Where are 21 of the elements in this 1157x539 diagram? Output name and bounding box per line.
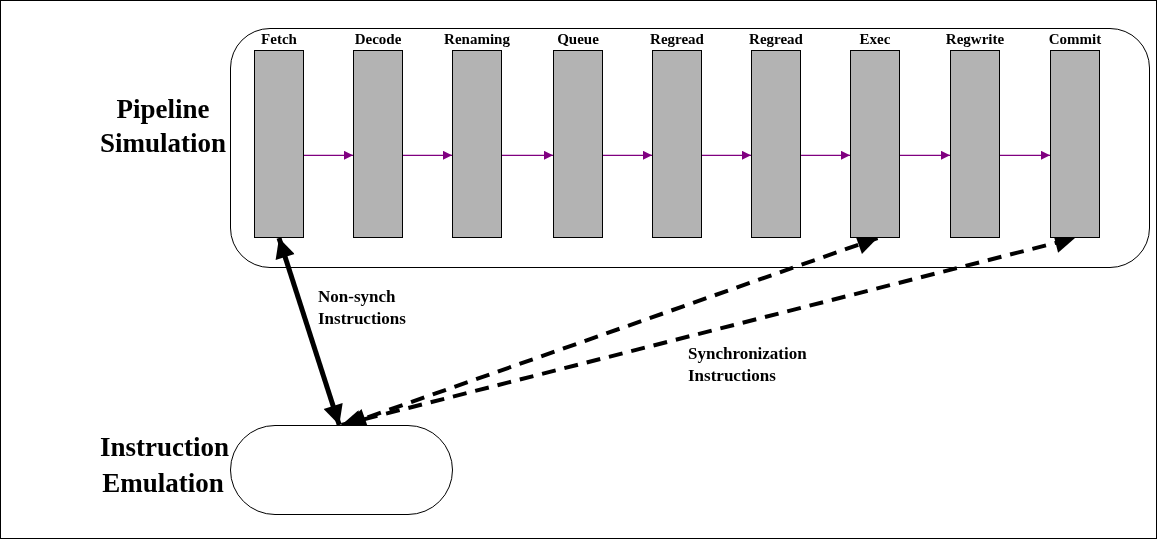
arrow [602,150,653,160]
stage-label: Decode [354,32,402,47]
stage-label: Fetch [261,32,297,47]
arrow [899,150,951,160]
stage-label: Exec [859,32,891,47]
arrow [800,150,851,160]
stage-label: Commit [1048,32,1102,47]
arrow [275,237,343,426]
edge-label: Non-synch Instructions [318,286,407,330]
stage-label: Queue [557,32,599,47]
arrow [501,150,554,160]
stage-label: Renaming [444,32,510,47]
section-heading: Pipeline Simulation [100,93,226,160]
stage-label: Regread [749,32,803,47]
arrow [303,150,354,160]
arrow [701,150,752,160]
stage-label: Regwrite [945,32,1005,47]
arrow [402,150,453,160]
stage-label: Regread [650,32,704,47]
edge-label: Synchronization Instructions [688,343,808,387]
arrow [999,150,1051,160]
